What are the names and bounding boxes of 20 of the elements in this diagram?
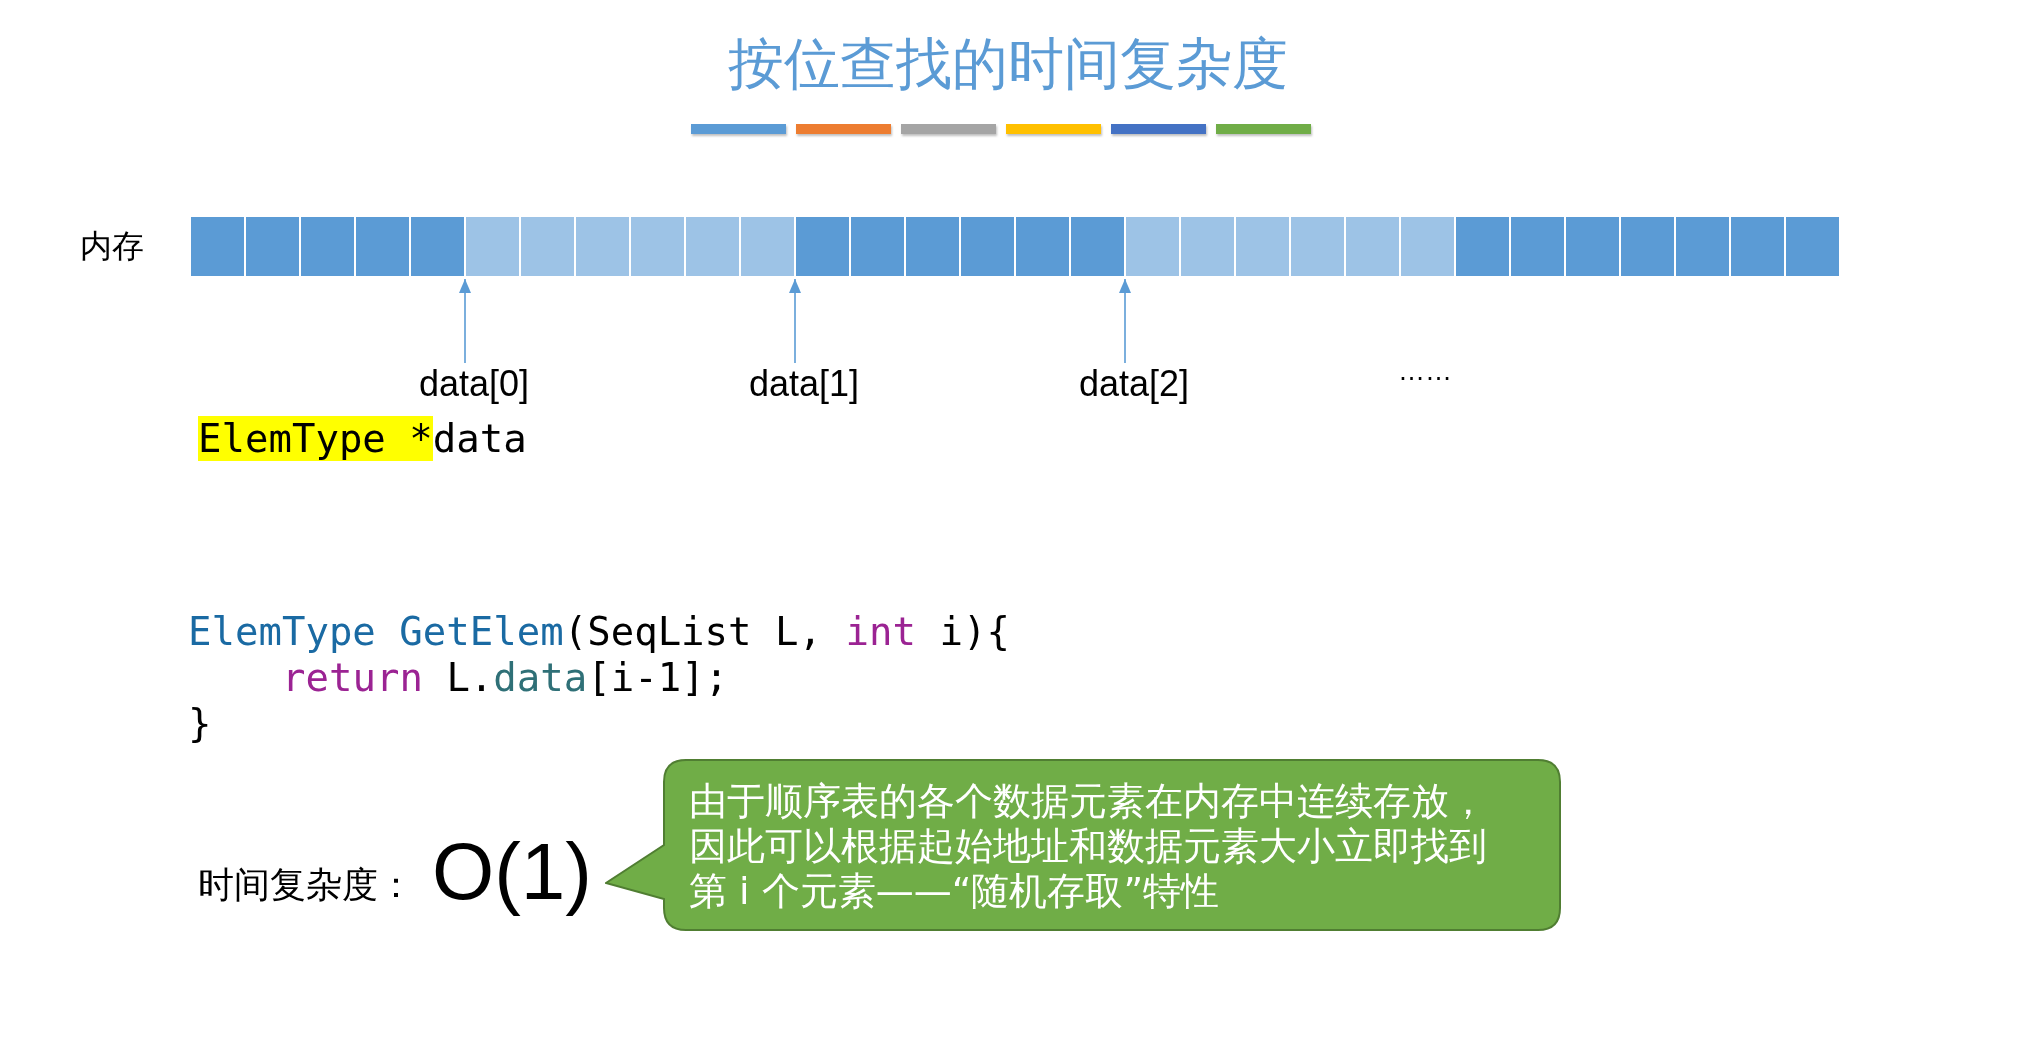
row-label: 内存 <box>80 228 144 265</box>
memory-block <box>465 217 795 276</box>
arrow <box>789 278 801 364</box>
slide-title: 按位查找的时间复杂度 <box>728 30 1288 98</box>
memory-block <box>795 217 1125 276</box>
pointer-label: data[1] <box>748 363 860 405</box>
arrow <box>1119 278 1131 364</box>
pointer-label: data[0] <box>418 363 530 405</box>
memory-block <box>1455 217 1840 276</box>
callout-bubble: 由于顺序表的各个数据元素在内存中连续存放，因此可以根据起始地址和数据元素大小立即找到第 i 个元素——“随机存取”特性 <box>605 759 1561 931</box>
ellipsis-text: …… <box>1398 356 1452 388</box>
code-line: ElemType GetElem(SeqList L, int i){ <box>188 610 1010 655</box>
code-line: } <box>188 702 212 747</box>
code-line: return L.data[i-1]; <box>282 656 729 701</box>
text-label: 时间复杂度： <box>198 864 414 906</box>
arrow <box>459 278 471 364</box>
memory-block <box>190 217 465 276</box>
pointer-label: data[2] <box>1078 363 1190 405</box>
memory-block <box>1125 217 1455 276</box>
code-line: ElemType *data <box>198 417 527 462</box>
